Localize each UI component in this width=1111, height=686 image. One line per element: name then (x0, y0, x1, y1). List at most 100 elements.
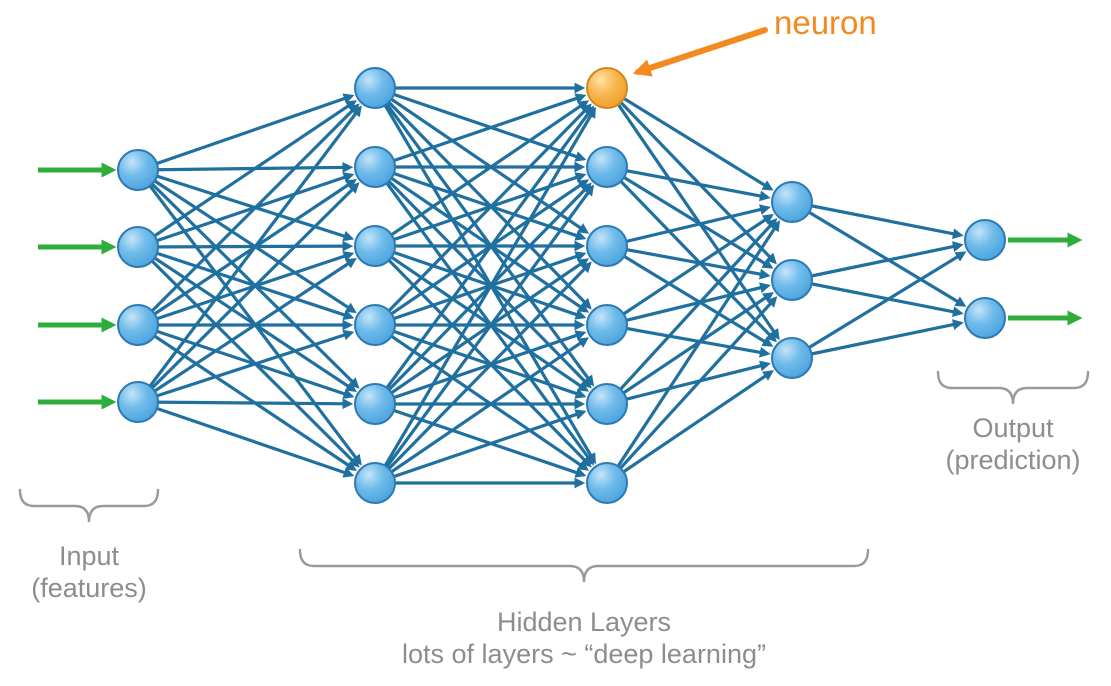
neuron (354, 304, 396, 346)
neuron (354, 383, 396, 425)
edge (374, 251, 587, 327)
input-caption-subtitle: (features) (31, 573, 147, 603)
edge (137, 251, 355, 327)
edge (791, 200, 967, 307)
edge (606, 244, 774, 347)
edge (137, 245, 357, 392)
edge (374, 244, 590, 392)
edge (373, 105, 595, 405)
input-caption-title: Input (58, 541, 120, 571)
edge (137, 100, 357, 249)
edge (373, 182, 592, 406)
edge (373, 165, 592, 389)
edge (605, 218, 778, 406)
edge (137, 323, 355, 399)
edge (374, 337, 590, 485)
input-arrows (38, 162, 117, 410)
edge (374, 323, 587, 399)
edge (606, 165, 771, 202)
edge (137, 240, 354, 252)
edge (136, 245, 360, 468)
input-brace (18, 488, 160, 523)
edge (136, 105, 362, 403)
edge (606, 292, 774, 406)
annotation-arrow (632, 27, 768, 77)
neuron (586, 383, 628, 425)
output-caption-title: Output (972, 413, 1054, 443)
edge (136, 169, 362, 466)
edge (374, 86, 590, 234)
output-arrows (1008, 232, 1083, 326)
edge (137, 93, 355, 172)
edge (373, 244, 592, 468)
edge (374, 165, 590, 313)
neuron (354, 146, 396, 188)
edge (606, 360, 771, 406)
edge (137, 400, 355, 478)
edge (606, 323, 771, 358)
output-caption: Output (prediction) (945, 412, 1080, 476)
edge (605, 220, 781, 484)
neuron (771, 181, 813, 223)
edge (136, 182, 360, 404)
edge (137, 172, 355, 249)
neuron (771, 337, 813, 379)
neuron (354, 225, 396, 267)
edges (136, 82, 967, 489)
neuron (586, 304, 628, 346)
edge (137, 257, 357, 404)
neurons (117, 67, 1006, 504)
edge (373, 86, 592, 310)
edge (791, 319, 964, 360)
edge (606, 86, 774, 191)
edge (605, 87, 780, 341)
edge (373, 87, 595, 387)
output-caption-subtitle: (prediction) (945, 445, 1081, 475)
edge (373, 184, 595, 484)
edge (606, 244, 771, 280)
hidden-layers-caption-title: Hidden Layers (496, 607, 672, 637)
edge (606, 204, 771, 248)
edge (374, 100, 590, 248)
edge (374, 258, 590, 406)
neuron (354, 67, 396, 109)
neuron (964, 219, 1006, 261)
edge (791, 278, 964, 318)
edge (374, 179, 590, 327)
edge (373, 106, 596, 484)
edge (791, 200, 964, 240)
edge (137, 161, 354, 173)
edge (137, 323, 357, 471)
edge (136, 103, 360, 327)
edge (137, 398, 354, 410)
edge (136, 168, 360, 389)
highlighted-neuron (586, 67, 628, 109)
edge (137, 329, 355, 404)
edge (137, 168, 357, 314)
neuron-annotation-label: neuron (774, 4, 877, 41)
neuron (586, 225, 628, 267)
input-caption: Input (features) (31, 540, 147, 604)
edge (374, 402, 587, 478)
neuron (586, 146, 628, 188)
hidden-layers-caption: Hidden Layers lots of layers ~ “deep lea… (402, 606, 766, 670)
neuron (117, 149, 159, 191)
neuron (117, 381, 159, 423)
edge (373, 103, 592, 327)
edge (374, 409, 587, 485)
neuron (117, 226, 159, 268)
edge (791, 241, 964, 282)
neuron (771, 259, 813, 301)
edge (373, 87, 596, 465)
edge (606, 165, 774, 269)
edge (605, 296, 778, 485)
neuron (964, 297, 1006, 339)
edge (374, 93, 587, 169)
edge (606, 370, 774, 485)
neuron (117, 304, 159, 346)
edge (791, 251, 967, 360)
edge (373, 261, 592, 485)
edge (606, 282, 771, 327)
